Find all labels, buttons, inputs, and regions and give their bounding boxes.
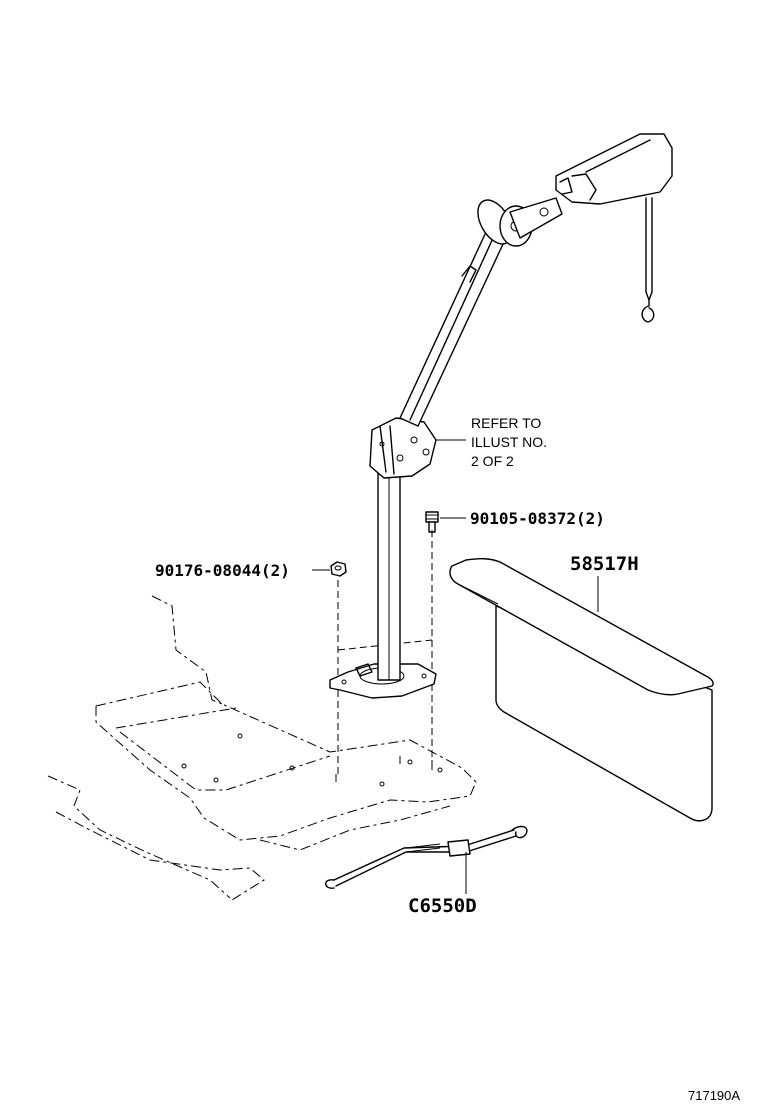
- nut-part-label: 90176-08044(2): [155, 561, 290, 580]
- upper-pulley: [477, 197, 563, 247]
- lift-cable: [641, 197, 655, 323]
- leader-lines: [312, 439, 599, 894]
- pad-part-label: 58517H: [570, 553, 639, 575]
- refer-note-line1: REFER TO: [471, 415, 541, 431]
- lower-pivot-housing: [369, 417, 437, 479]
- bolt-icon: [425, 511, 439, 533]
- support-post: [377, 469, 401, 681]
- winch-head: [555, 133, 673, 205]
- lift-arm: [399, 231, 505, 427]
- figure-id: 717190A: [688, 1088, 740, 1103]
- bolt-part-label: 90105-08372(2): [470, 509, 605, 528]
- tie-down-strap: [325, 825, 528, 889]
- floor-pad: [449, 557, 714, 822]
- strap-part-label: C6550D: [408, 895, 477, 917]
- nut-icon: [330, 561, 347, 577]
- refer-note-line3: 2 OF 2: [471, 453, 514, 469]
- refer-note-line2: ILLUST NO.: [471, 434, 547, 450]
- floor-panel: [47, 595, 477, 901]
